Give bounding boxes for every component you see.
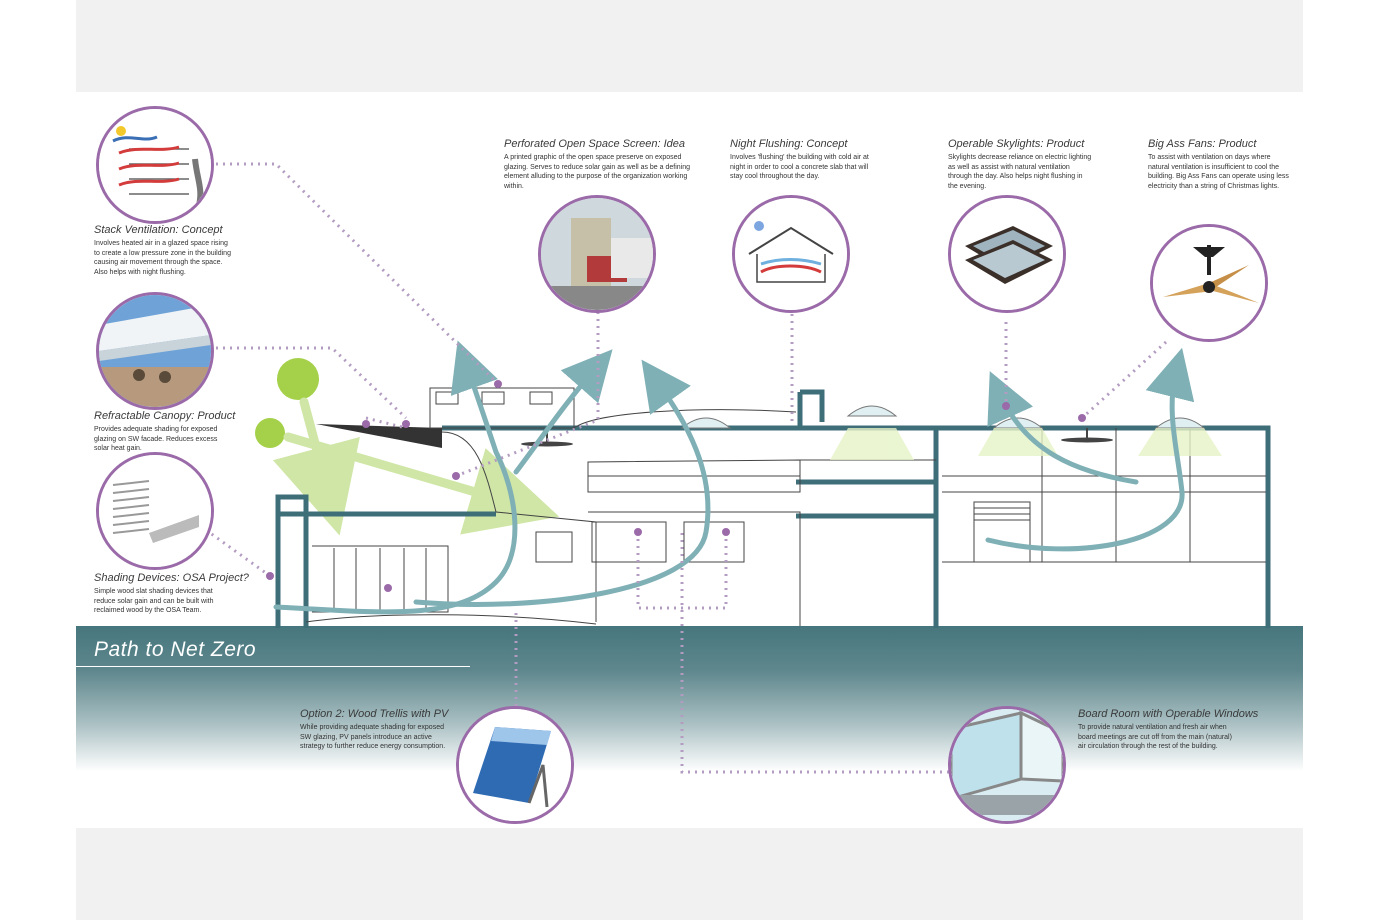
solar-panel-icon bbox=[459, 709, 571, 821]
skylight-light-cones bbox=[830, 428, 1222, 460]
callout-body: Simple wood slat shading devices that re… bbox=[94, 588, 214, 615]
poster-title: Path to Net Zero bbox=[94, 638, 257, 661]
night-flushing-bubble bbox=[732, 195, 850, 313]
retractable-canopy-bubble bbox=[96, 292, 214, 410]
callout-heading: Big Ass Fans: Product bbox=[1148, 138, 1257, 150]
skylight-product-icon bbox=[951, 198, 1063, 310]
skylight-domes bbox=[680, 405, 1206, 429]
operable-skylights-callout: Operable Skylights: Product Skylights de… bbox=[948, 138, 1092, 191]
callout-body: Skylights decrease reliance on electric … bbox=[948, 154, 1092, 190]
building-linework bbox=[305, 387, 1266, 626]
canopy-photo-icon bbox=[99, 295, 211, 407]
callout-heading: Perforated Open Space Screen: Idea bbox=[504, 138, 686, 150]
callout-body: A printed graphic of the open space pres… bbox=[504, 154, 690, 190]
leader-lines bbox=[205, 162, 1168, 774]
callout-body: Involves 'flushing' the building with co… bbox=[730, 154, 869, 181]
operable-skylights-bubble bbox=[948, 195, 1066, 313]
stack-ventilation-callout: Stack Ventilation: Concept Involves heat… bbox=[94, 224, 234, 277]
night-flushing-icon bbox=[735, 198, 847, 310]
callout-heading: Shading Devices: OSA Project? bbox=[94, 572, 249, 584]
leader-dots bbox=[266, 380, 1086, 592]
callout-body: To provide natural ventilation and fresh… bbox=[1078, 724, 1232, 751]
operable-window-icon bbox=[951, 709, 1063, 821]
building-photo-icon bbox=[541, 198, 653, 310]
wood-slats-icon bbox=[99, 455, 211, 567]
retractable-canopy-callout: Refractable Canopy: Product Provides ade… bbox=[94, 410, 236, 454]
callout-heading: Board Room with Operable Windows bbox=[1078, 708, 1259, 720]
shading-devices-callout: Shading Devices: OSA Project? Simple woo… bbox=[94, 572, 249, 616]
stack-ventilation-icon bbox=[99, 109, 211, 221]
ceiling-fan-product-icon bbox=[1153, 227, 1265, 339]
sun-ray-arrows bbox=[272, 397, 560, 536]
bottom-margin bbox=[76, 828, 1303, 920]
callout-body: While providing adequate shading for exp… bbox=[300, 724, 446, 751]
board-room-callout: Board Room with Operable Windows To prov… bbox=[1078, 708, 1259, 752]
title-underline bbox=[76, 666, 470, 667]
big-ass-fans-bubble bbox=[1150, 224, 1268, 342]
stack-ventilation-bubble bbox=[96, 106, 214, 224]
callout-heading: Night Flushing: Concept bbox=[730, 138, 848, 150]
wood-trellis-pv-callout: Option 2: Wood Trellis with PV While pro… bbox=[300, 708, 450, 752]
board-room-bubble bbox=[948, 706, 1066, 824]
retractable-canopy bbox=[316, 424, 442, 448]
callout-body: To assist with ventilation on days where… bbox=[1148, 154, 1289, 190]
ground-band bbox=[76, 626, 1303, 828]
wood-trellis-pv-bubble bbox=[456, 706, 574, 824]
airflow-arrows bbox=[273, 340, 1195, 615]
callout-heading: Refractable Canopy: Product bbox=[94, 410, 236, 422]
callout-body: Involves heated air in a glazed space ri… bbox=[94, 240, 231, 276]
callout-heading: Stack Ventilation: Concept bbox=[94, 224, 223, 236]
callout-heading: Option 2: Wood Trellis with PV bbox=[300, 708, 449, 720]
night-flushing-callout: Night Flushing: Concept Involves 'flushi… bbox=[730, 138, 870, 182]
building-section-diagram bbox=[205, 162, 1271, 774]
poster-sheet: Path to Net Zero bbox=[76, 92, 1303, 828]
callout-body: Provides adequate shading for exposed gl… bbox=[94, 426, 218, 453]
big-ass-fans-callout: Big Ass Fans: Product To assist with ven… bbox=[1148, 138, 1290, 191]
callout-heading: Operable Skylights: Product bbox=[948, 138, 1085, 150]
perforated-screen-bubble bbox=[538, 195, 656, 313]
perforated-screen-callout: Perforated Open Space Screen: Idea A pri… bbox=[504, 138, 694, 191]
shading-devices-bubble bbox=[96, 452, 214, 570]
top-margin bbox=[76, 0, 1303, 92]
